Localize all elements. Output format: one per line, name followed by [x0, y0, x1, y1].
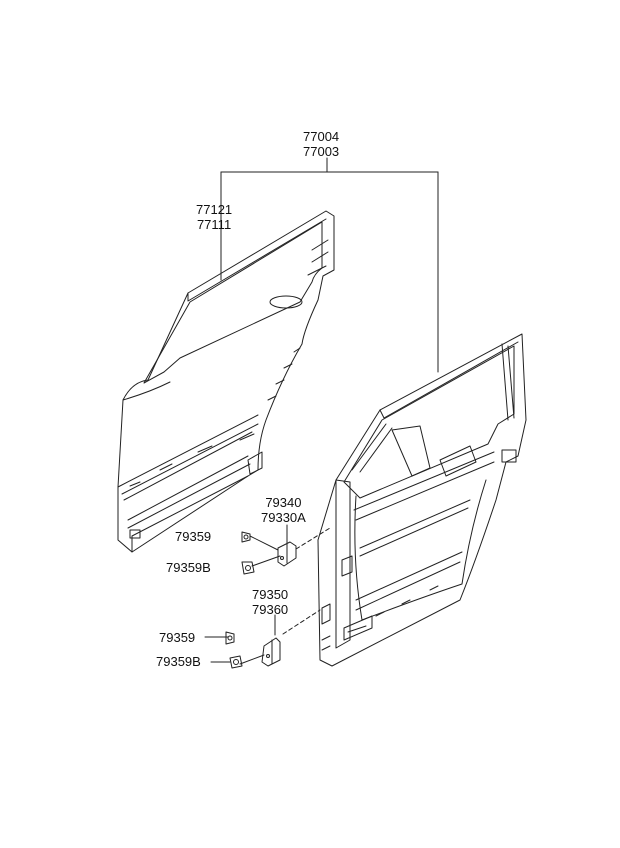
label-79359-upper: 79359: [175, 529, 212, 544]
bolt-lower-1: [225, 631, 235, 645]
bolt-upper-1: [241, 531, 251, 543]
leader-lines: [204, 157, 439, 665]
bolt-upper-2: [241, 561, 255, 575]
label-77003: 77003: [303, 144, 340, 159]
label-79359b-lower: 79359B: [156, 654, 201, 669]
label-79330a: 79330A: [261, 510, 306, 525]
label-79360: 79360: [252, 602, 289, 617]
door-assembly: [317, 333, 527, 667]
label-79340: 79340: [265, 495, 302, 510]
outer-door-panel: [117, 210, 335, 553]
label-door-assembly: 77004 77003: [303, 129, 339, 159]
label-outer-panel: 77121 77111: [196, 202, 232, 232]
label-77111: 77111: [196, 217, 232, 232]
label-77121: 77121: [196, 202, 233, 217]
label-upper-hinge: 79340 79330A: [261, 495, 306, 525]
label-79350: 79350: [252, 587, 289, 602]
bolt-lower-2: [229, 655, 243, 669]
label-79359-lower: 79359: [159, 630, 196, 645]
label-lower-hinge: 79350 79360: [252, 587, 288, 617]
label-79359b-upper: 79359B: [166, 560, 211, 575]
label-77004: 77004: [303, 129, 340, 144]
lower-hinge: [261, 637, 281, 667]
upper-hinge: [277, 541, 297, 567]
